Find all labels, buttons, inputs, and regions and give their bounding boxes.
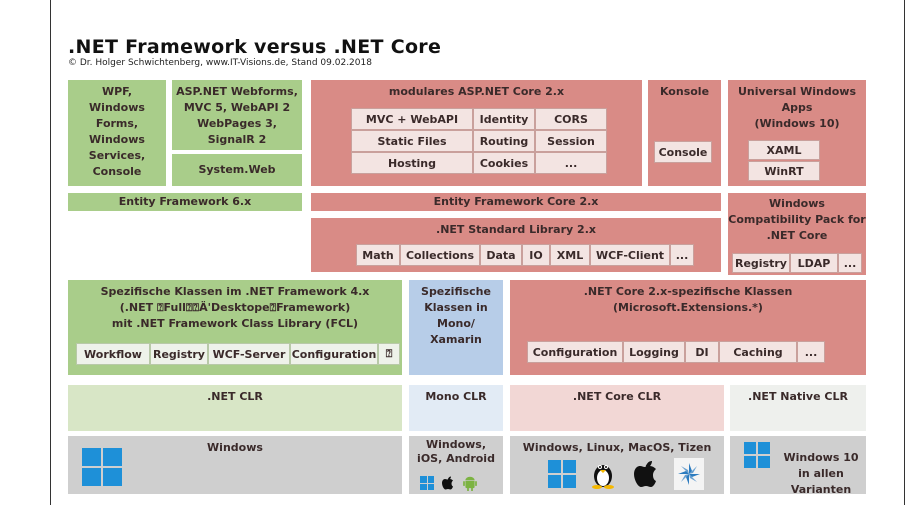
- mono-clr-box: Mono CLR: [409, 385, 503, 431]
- compat-pack-list: Registry LDAP ...: [732, 253, 862, 273]
- aspnet-module: Routing: [473, 130, 535, 152]
- page-title: .NET Framework versus .NET Core: [68, 36, 442, 58]
- framework-class-item: Configuration: [290, 343, 378, 365]
- entity-framework-6-box: Entity Framework 6.x: [68, 193, 302, 211]
- standard-item: ...: [670, 244, 694, 266]
- uwp-item: WinRT: [748, 161, 820, 181]
- linux-tux-icon: [590, 458, 616, 490]
- console-item: Console: [654, 141, 712, 163]
- core-class-item: ...: [797, 341, 825, 363]
- aspnet-module: ...: [535, 152, 607, 174]
- core-class-item: Configuration: [527, 341, 623, 363]
- page-subtitle: © Dr. Holger Schwichtenberg, www.IT-Visi…: [68, 58, 372, 68]
- mono-os-box: Windows, iOS, Android: [409, 436, 503, 494]
- framework-classes-title: Spezifische Klassen im .NET Framework 4.…: [100, 285, 370, 330]
- aspnet-module: CORS: [535, 108, 607, 130]
- aspnet-module: Cookies: [473, 152, 535, 174]
- system-web-box: System.Web: [172, 154, 302, 186]
- standard-item: XML: [550, 244, 590, 266]
- apple-icon: [632, 458, 660, 490]
- right-frame-line: [904, 0, 905, 505]
- konsole-box: Konsole: [648, 80, 721, 186]
- core-clr-box: .NET Core CLR: [510, 385, 724, 431]
- core-class-item: DI: [685, 341, 719, 363]
- windows-icon: [82, 448, 122, 486]
- aspnet-core-modules: MVC + WebAPI Identity CORS Static Files …: [351, 108, 607, 174]
- core-class-item: Caching: [719, 341, 797, 363]
- aspnet-module: Static Files: [351, 130, 473, 152]
- net-standard-list: Math Collections Data IO XML WCF-Client …: [356, 244, 694, 266]
- windows-icon: [744, 442, 770, 468]
- standard-item: IO: [522, 244, 550, 266]
- uwp-item: XAML: [748, 140, 820, 160]
- android-icon: [462, 474, 478, 492]
- standard-item: Data: [480, 244, 522, 266]
- compat-item: ...: [838, 253, 862, 273]
- framework-classes-list: Workflow Registry WCF-Server Configurati…: [76, 343, 400, 365]
- core-classes-list: Configuration Logging DI Caching ...: [527, 341, 825, 363]
- tizen-icon: [674, 458, 704, 490]
- framework-os-box: Windows: [68, 436, 402, 494]
- standard-item: Math: [356, 244, 400, 266]
- aspnet-module: MVC + WebAPI: [351, 108, 473, 130]
- framework-class-item: WCF-Server: [208, 343, 290, 365]
- aspnet-module: Identity: [473, 108, 535, 130]
- left-frame-line: [50, 0, 51, 505]
- standard-item: Collections: [400, 244, 480, 266]
- windows-icon: [420, 476, 434, 490]
- framework-class-item: Workflow: [76, 343, 150, 365]
- ef-core-box: Entity Framework Core 2.x: [311, 193, 721, 211]
- compat-item: LDAP: [790, 253, 838, 273]
- framework-apps-box: WPF, Windows Forms, Windows Services, Co…: [68, 80, 166, 186]
- aspnet-module: Session: [535, 130, 607, 152]
- apple-icon: [440, 474, 456, 492]
- standard-item: WCF-Client: [590, 244, 670, 266]
- windows-icon: [548, 460, 576, 488]
- aspnet-module: Hosting: [351, 152, 473, 174]
- compat-item: Registry: [732, 253, 790, 273]
- framework-aspnet-box: ASP.NET Webforms, MVC 5, WebAPI 2 WebPag…: [172, 80, 302, 150]
- framework-class-item: ⍰: [378, 343, 400, 365]
- native-clr-box: .NET Native CLR: [730, 385, 866, 431]
- win10-os-label: Windows 10 in allen Varianten: [783, 451, 859, 496]
- net-clr-box: .NET CLR: [68, 385, 402, 431]
- framework-class-item: Registry: [150, 343, 208, 365]
- core-class-item: Logging: [623, 341, 685, 363]
- mono-classes-box: Spezifische Klassen in Mono/ Xamarin: [409, 280, 503, 375]
